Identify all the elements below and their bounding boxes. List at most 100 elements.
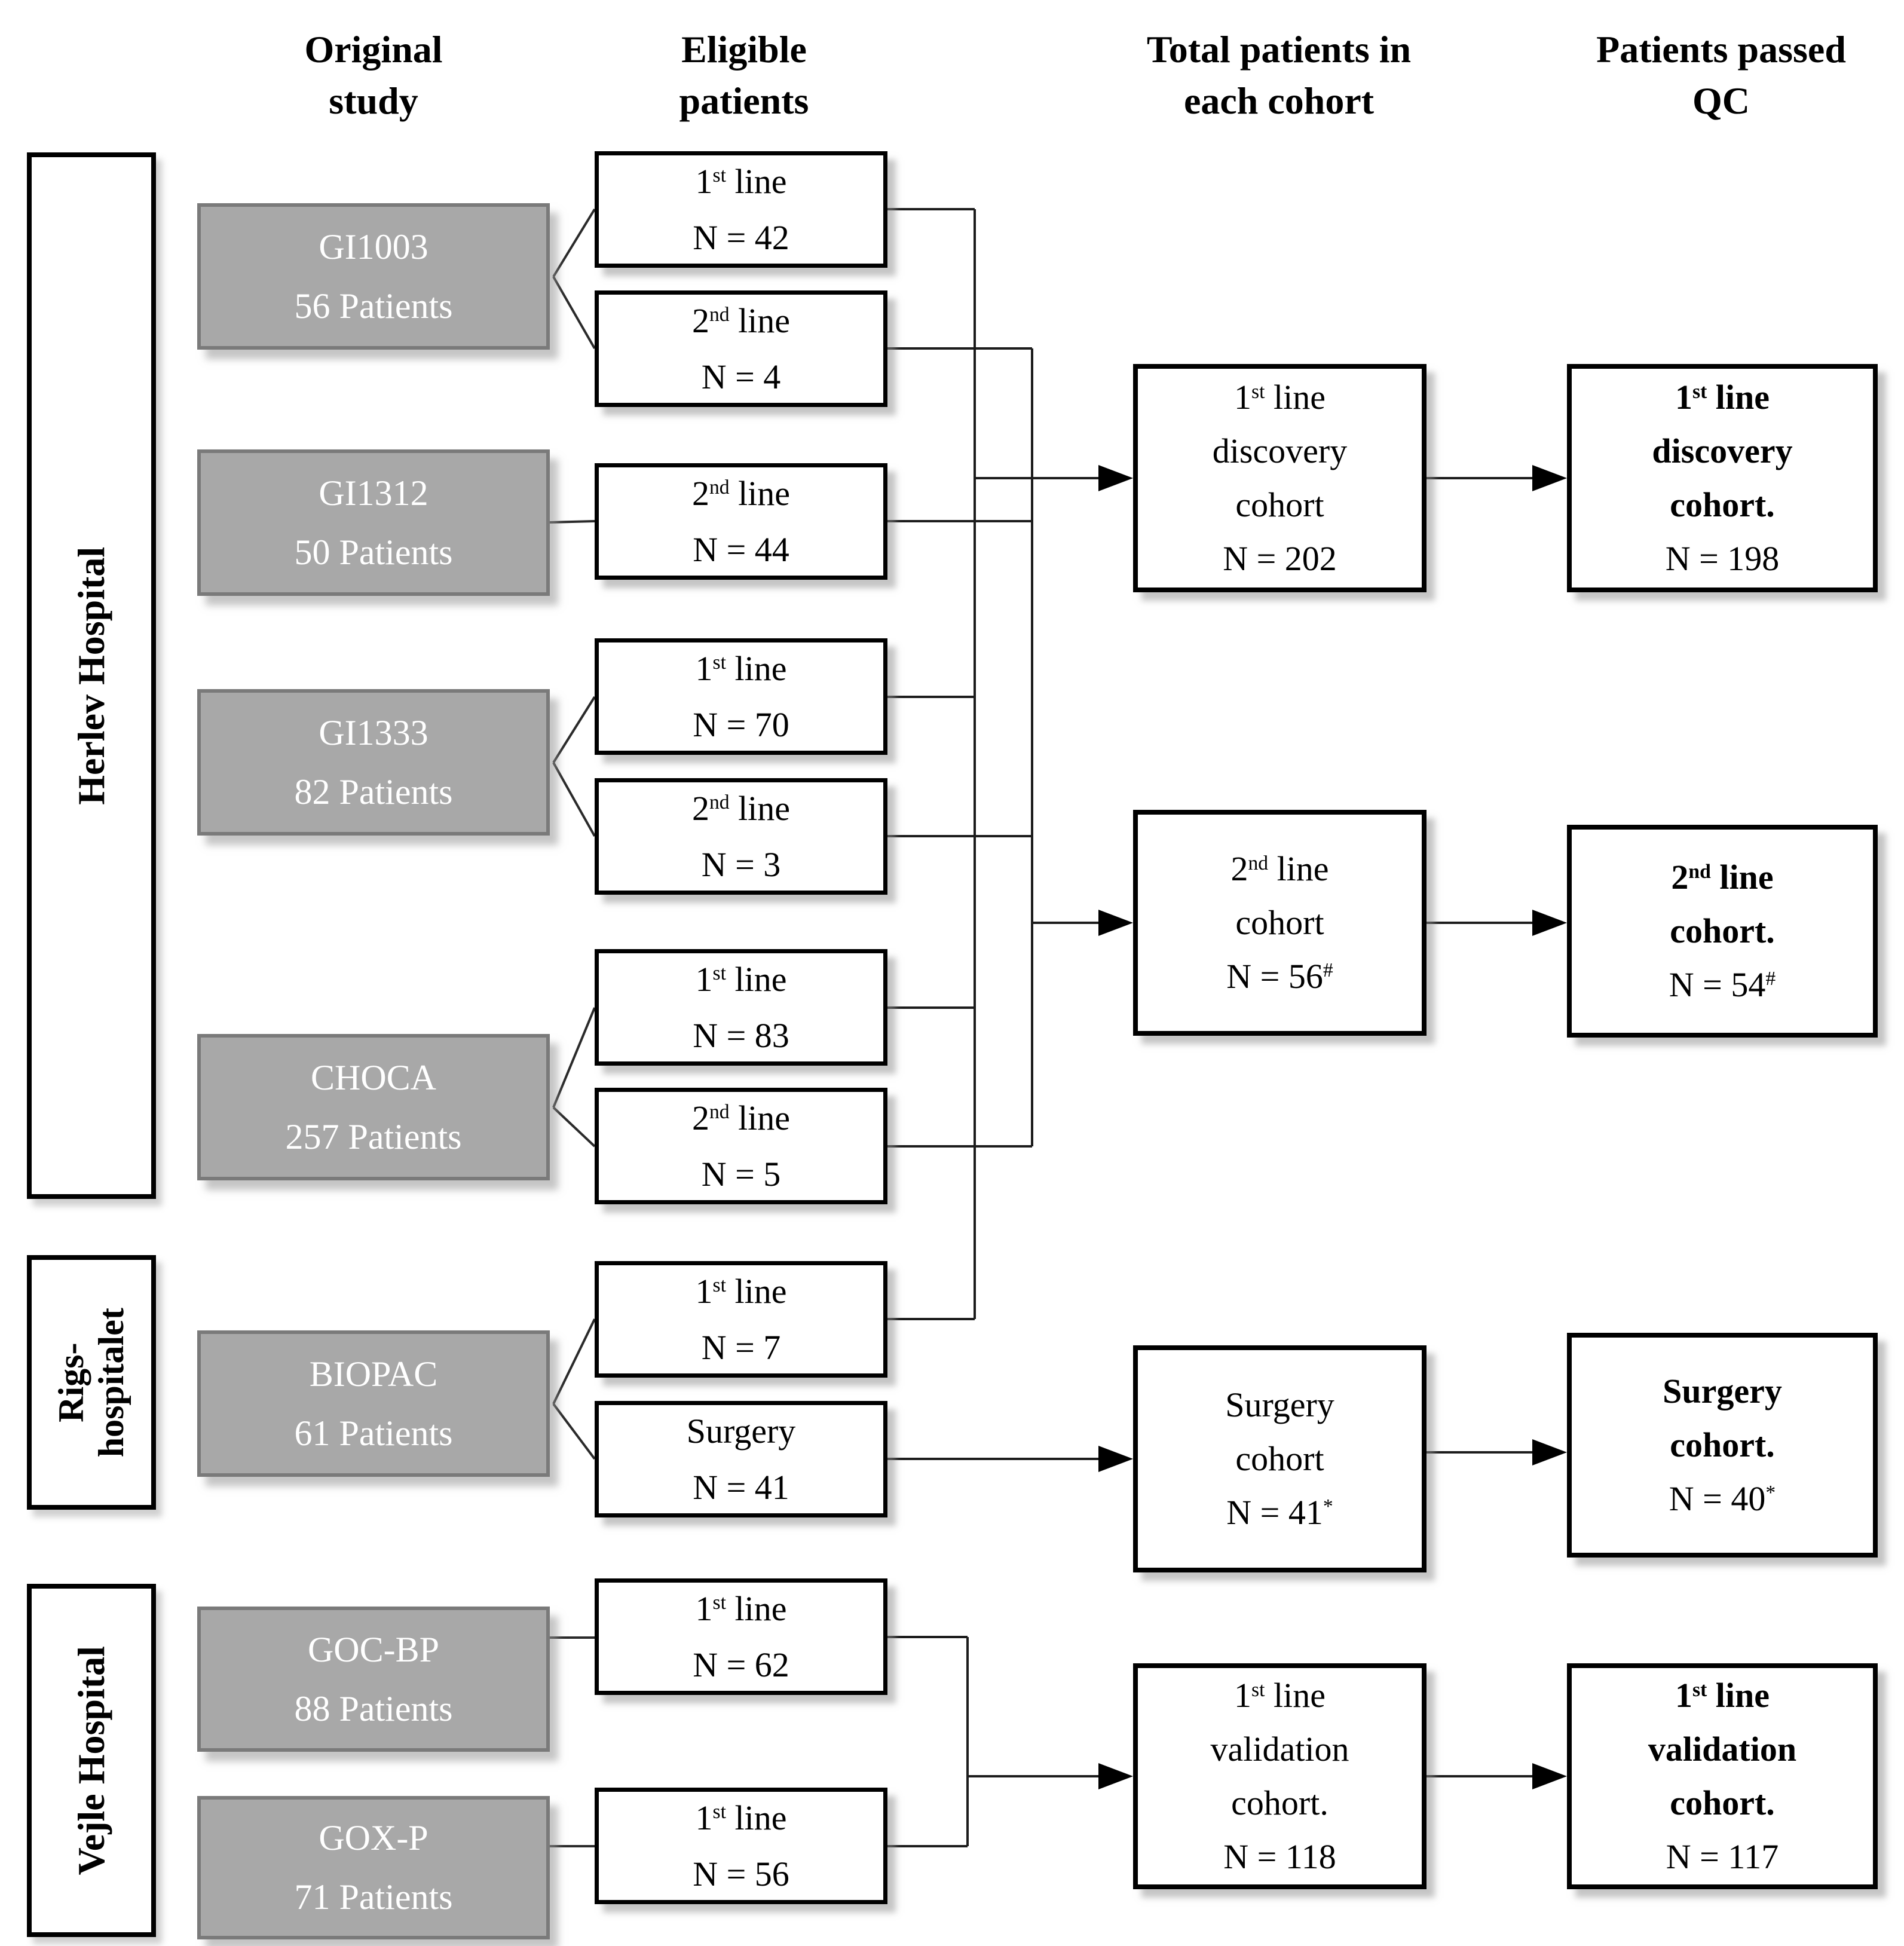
arrowhead-validation-qc bbox=[1532, 1763, 1567, 1789]
cohort-box-2nd-line: 2nd line cohort N = 56# bbox=[1133, 810, 1427, 1036]
eligible-line-label: 1st line bbox=[695, 1271, 787, 1311]
column-header-patients-passed-qc: Patients passed QC bbox=[1596, 28, 1846, 123]
eligible-box-1st-line-n7: 1st line N = 7 bbox=[595, 1261, 887, 1378]
hospital-bracket-rigshospitalet: Rigs- hospitalet bbox=[27, 1255, 156, 1510]
eligible-n-value: N = 4 bbox=[701, 357, 781, 396]
arrowhead-surgery bbox=[1098, 1446, 1133, 1472]
cohort-line-label: 1st line bbox=[1234, 1676, 1326, 1715]
study-patients: 50 Patients bbox=[294, 532, 453, 572]
eligible-line-label: 1st line bbox=[695, 959, 787, 999]
qc-line3: cohort. bbox=[1670, 1783, 1775, 1822]
eligible-line-label: 1st line bbox=[695, 1798, 787, 1837]
cohort-line2: validation bbox=[1210, 1730, 1349, 1769]
eligible-box-2nd-line-n44: 2nd line N = 44 bbox=[595, 463, 887, 580]
eligible-line-label: 1st line bbox=[695, 648, 787, 688]
study-box-goxp: GOX-P 71 Patients bbox=[197, 1796, 550, 1939]
fork-gi1333-2nd bbox=[552, 762, 596, 837]
study-patients: 61 Patients bbox=[294, 1413, 453, 1453]
study-name: BIOPAC bbox=[309, 1354, 438, 1394]
cohort-box-1st-line-validation: 1st line validation cohort. N = 118 bbox=[1133, 1663, 1427, 1889]
fork-choca-2nd bbox=[552, 1106, 596, 1148]
eligible-n-value: N = 41 bbox=[693, 1467, 789, 1507]
cohort-line2: cohort bbox=[1235, 903, 1324, 943]
eligible-n-value: N = 83 bbox=[693, 1015, 789, 1055]
fork-biopac-surgery bbox=[552, 1403, 596, 1460]
arrowhead-2nd bbox=[1098, 910, 1133, 936]
eligible-box-surgery-n41: Surgery N = 41 bbox=[595, 1401, 887, 1517]
eligible-box-1st-line-n56: 1st line N = 56 bbox=[595, 1788, 887, 1904]
study-name: GOX-P bbox=[319, 1818, 428, 1858]
qc-line-label: 2nd line bbox=[1671, 858, 1774, 897]
qc-line2: cohort. bbox=[1670, 911, 1775, 951]
qc-n-value: N = 54# bbox=[1669, 965, 1776, 1004]
column-header-eligible-patients: Eligible patients bbox=[679, 28, 809, 123]
eligible-box-1st-line-n42: 1st line N = 42 bbox=[595, 151, 887, 268]
fork-gi1312-2nd bbox=[549, 520, 595, 524]
cohort-n-value: N = 118 bbox=[1223, 1837, 1336, 1876]
study-name: GOC-BP bbox=[307, 1629, 440, 1669]
qc-n-value: N = 198 bbox=[1665, 538, 1780, 578]
study-box-gi1333: GI1333 82 Patients bbox=[197, 689, 550, 836]
study-patients: 71 Patients bbox=[294, 1877, 453, 1917]
cohort-line3: cohort. bbox=[1231, 1783, 1328, 1822]
eligible-line-label: 1st line bbox=[695, 161, 787, 201]
arrowhead-validation bbox=[1098, 1763, 1133, 1789]
arrowhead-2nd-qc bbox=[1532, 910, 1567, 936]
qc-line2: cohort. bbox=[1670, 1425, 1775, 1465]
arrowhead-discovery-qc bbox=[1532, 465, 1567, 491]
cohort-line-label: Surgery bbox=[1225, 1385, 1334, 1425]
fork-biopac-1st bbox=[552, 1318, 596, 1405]
eligible-box-1st-line-n83: 1st line N = 83 bbox=[595, 949, 887, 1066]
study-patients: 56 Patients bbox=[294, 286, 453, 326]
study-name: GI1003 bbox=[319, 227, 428, 267]
column-header-total-patients: Total patients in each cohort bbox=[1146, 28, 1412, 123]
qc-line-label: 1st line bbox=[1675, 378, 1770, 417]
cohort-n-value: N = 56# bbox=[1226, 956, 1333, 996]
cohort-line-label: 1st line bbox=[1234, 378, 1326, 417]
qc-line-label: Surgery bbox=[1663, 1372, 1782, 1411]
eligible-box-1st-line-n70: 1st line N = 70 bbox=[595, 638, 887, 755]
study-patients: 88 Patients bbox=[294, 1688, 453, 1728]
eligible-box-2nd-line-n3: 2nd line N = 3 bbox=[595, 778, 887, 895]
cohort-line-label: 2nd line bbox=[1230, 849, 1329, 889]
fork-choca-1st bbox=[552, 1007, 596, 1108]
qc-n-value: N = 40* bbox=[1669, 1479, 1776, 1518]
eligible-n-value: N = 3 bbox=[701, 845, 781, 884]
fork-gi1003-2nd bbox=[552, 276, 596, 349]
eligible-line-label: Surgery bbox=[686, 1411, 796, 1451]
study-box-gocbp: GOC-BP 88 Patients bbox=[197, 1607, 550, 1752]
eligible-n-value: N = 56 bbox=[693, 1854, 789, 1893]
cohort-box-1st-line-discovery: 1st line discovery cohort N = 202 bbox=[1133, 364, 1427, 592]
cohort-line2: discovery bbox=[1212, 432, 1348, 471]
qc-box-1st-line-validation: 1st line validation cohort. N = 117 bbox=[1567, 1663, 1878, 1889]
eligible-line-label: 2nd line bbox=[691, 788, 791, 828]
fork-gi1333-1st bbox=[552, 696, 596, 764]
study-box-gi1312: GI1312 50 Patients bbox=[197, 449, 550, 596]
cohort-line3: cohort bbox=[1235, 485, 1324, 524]
cohort-n-value: N = 41* bbox=[1226, 1492, 1333, 1532]
eligible-box-2nd-line-n4: 2nd line N = 4 bbox=[595, 290, 887, 407]
hospital-bracket-herlev: Herlev Hospital bbox=[27, 152, 156, 1199]
eligible-n-value: N = 70 bbox=[693, 705, 789, 744]
eligible-box-2nd-line-n5: 2nd line N = 5 bbox=[595, 1088, 887, 1204]
cohort-line2: cohort bbox=[1235, 1439, 1324, 1479]
column-header-original-study: Original study bbox=[304, 28, 443, 123]
arrowhead-discovery bbox=[1098, 465, 1133, 491]
study-name: CHOCA bbox=[310, 1057, 437, 1097]
study-box-gi1003: GI1003 56 Patients bbox=[197, 203, 550, 350]
qc-line2: discovery bbox=[1652, 432, 1793, 471]
study-name: GI1333 bbox=[319, 712, 428, 752]
arrowhead-surgery-qc bbox=[1532, 1439, 1567, 1465]
eligible-n-value: N = 7 bbox=[701, 1327, 781, 1367]
qc-n-value: N = 117 bbox=[1666, 1837, 1779, 1876]
eligible-box-1st-line-n62: 1st line N = 62 bbox=[595, 1578, 887, 1695]
qc-box-1st-line-discovery: 1st line discovery cohort. N = 198 bbox=[1567, 364, 1878, 592]
study-box-biopac: BIOPAC 61 Patients bbox=[197, 1330, 550, 1477]
study-name: GI1312 bbox=[319, 473, 428, 513]
study-patients: 257 Patients bbox=[285, 1116, 462, 1156]
eligible-n-value: N = 42 bbox=[693, 218, 789, 257]
cohort-box-surgery: Surgery cohort N = 41* bbox=[1133, 1345, 1427, 1572]
eligible-line-label: 2nd line bbox=[691, 473, 791, 513]
